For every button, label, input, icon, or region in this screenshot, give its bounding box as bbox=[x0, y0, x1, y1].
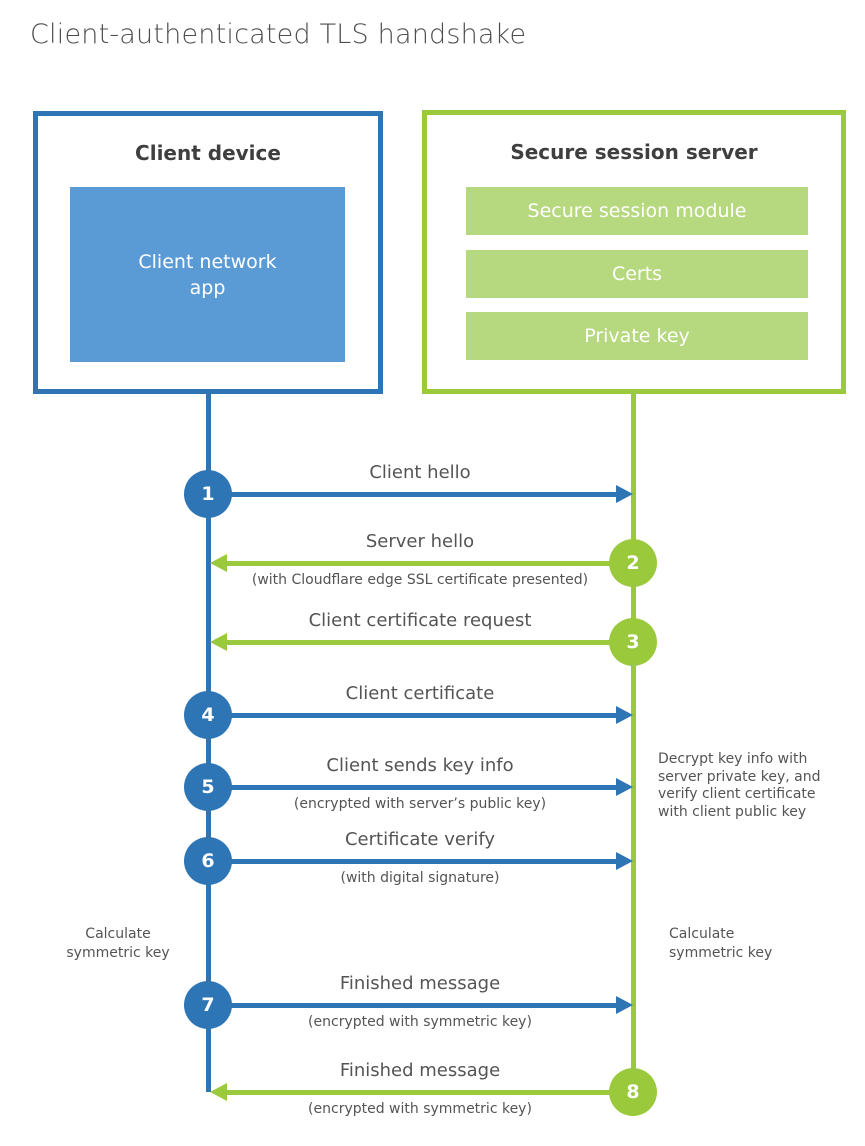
step-5-number: 5 bbox=[201, 776, 215, 798]
step-3-arrow bbox=[227, 640, 611, 645]
client-network-app-label: Client network app bbox=[138, 250, 277, 299]
step-6-circle: 6 bbox=[184, 837, 232, 885]
step-3-label: Client certificate request bbox=[308, 610, 532, 631]
client-network-app-box: Client network app bbox=[70, 187, 345, 362]
step-8-arrowhead-icon bbox=[210, 1083, 227, 1101]
calculate-symmetric-key-right: Calculate symmetric key bbox=[669, 926, 773, 961]
step-5-arrowhead-icon bbox=[616, 778, 633, 796]
step-8-arrow bbox=[227, 1090, 611, 1095]
step-1-arrowhead-icon bbox=[616, 485, 633, 503]
server-lifeline bbox=[631, 394, 636, 1092]
step-6-label: Certificate verify bbox=[344, 829, 496, 850]
step-4-arrowhead-icon bbox=[616, 706, 633, 724]
step-2-label: Server hello bbox=[365, 531, 475, 552]
step-3-arrowhead-icon bbox=[210, 633, 227, 651]
step-3-circle: 3 bbox=[609, 618, 657, 666]
step-5-arrow bbox=[230, 785, 616, 790]
step-7-sublabel: (encrypted with symmetric key) bbox=[308, 1014, 532, 1030]
step-6-arrow bbox=[230, 859, 616, 864]
step-4-label: Client certificate bbox=[345, 683, 495, 704]
step-7-label: Finished message bbox=[339, 973, 501, 994]
step-7-circle: 7 bbox=[184, 981, 232, 1029]
step-7-number: 7 bbox=[201, 994, 215, 1016]
step-1-circle: 1 bbox=[184, 470, 232, 518]
step-1-number: 1 bbox=[201, 483, 215, 505]
step-2-circle: 2 bbox=[609, 539, 657, 587]
step-6-number: 6 bbox=[201, 850, 215, 872]
server-module-certs: Certs bbox=[466, 250, 808, 298]
step-1-arrow bbox=[230, 492, 616, 497]
step-2-sublabel: (with Cloudflare edge SSL certificate pr… bbox=[251, 572, 589, 588]
step-3-number: 3 bbox=[626, 631, 640, 653]
step-5-sublabel: (encrypted with server’s public key) bbox=[293, 796, 547, 812]
page-title: Client-authenticated TLS handshake bbox=[30, 19, 527, 50]
client-device-box: Client device Client network app bbox=[33, 111, 383, 394]
step-6-arrowhead-icon bbox=[616, 852, 633, 870]
server-module-secure-session: Secure session module bbox=[466, 187, 808, 235]
step-1-label: Client hello bbox=[369, 462, 471, 483]
step-6-sublabel: (with digital signature) bbox=[340, 870, 500, 886]
client-lifeline bbox=[206, 394, 211, 1092]
step-2-arrowhead-icon bbox=[210, 554, 227, 572]
secure-session-server-box: Secure session server Secure session mod… bbox=[422, 110, 846, 394]
step-7-arrowhead-icon bbox=[616, 996, 633, 1014]
step-7-arrow bbox=[230, 1003, 616, 1008]
step-8-number: 8 bbox=[626, 1081, 640, 1103]
secure-session-server-title: Secure session server bbox=[510, 140, 758, 164]
step-5-label: Client sends key info bbox=[326, 755, 514, 776]
calculate-symmetric-key-left: Calculate symmetric key bbox=[66, 926, 170, 961]
decrypt-note: Decrypt key info with server private key… bbox=[658, 751, 821, 820]
step-2-number: 2 bbox=[626, 552, 640, 574]
step-2-arrow bbox=[227, 561, 611, 566]
step-4-circle: 4 bbox=[184, 691, 232, 739]
server-module-private-key: Private key bbox=[466, 312, 808, 360]
client-device-title: Client device bbox=[135, 141, 281, 165]
step-8-circle: 8 bbox=[609, 1068, 657, 1116]
step-4-number: 4 bbox=[201, 704, 215, 726]
step-8-sublabel: (encrypted with symmetric key) bbox=[308, 1101, 532, 1117]
step-8-label: Finished message bbox=[339, 1060, 501, 1081]
step-4-arrow bbox=[230, 713, 616, 718]
step-5-circle: 5 bbox=[184, 763, 232, 811]
